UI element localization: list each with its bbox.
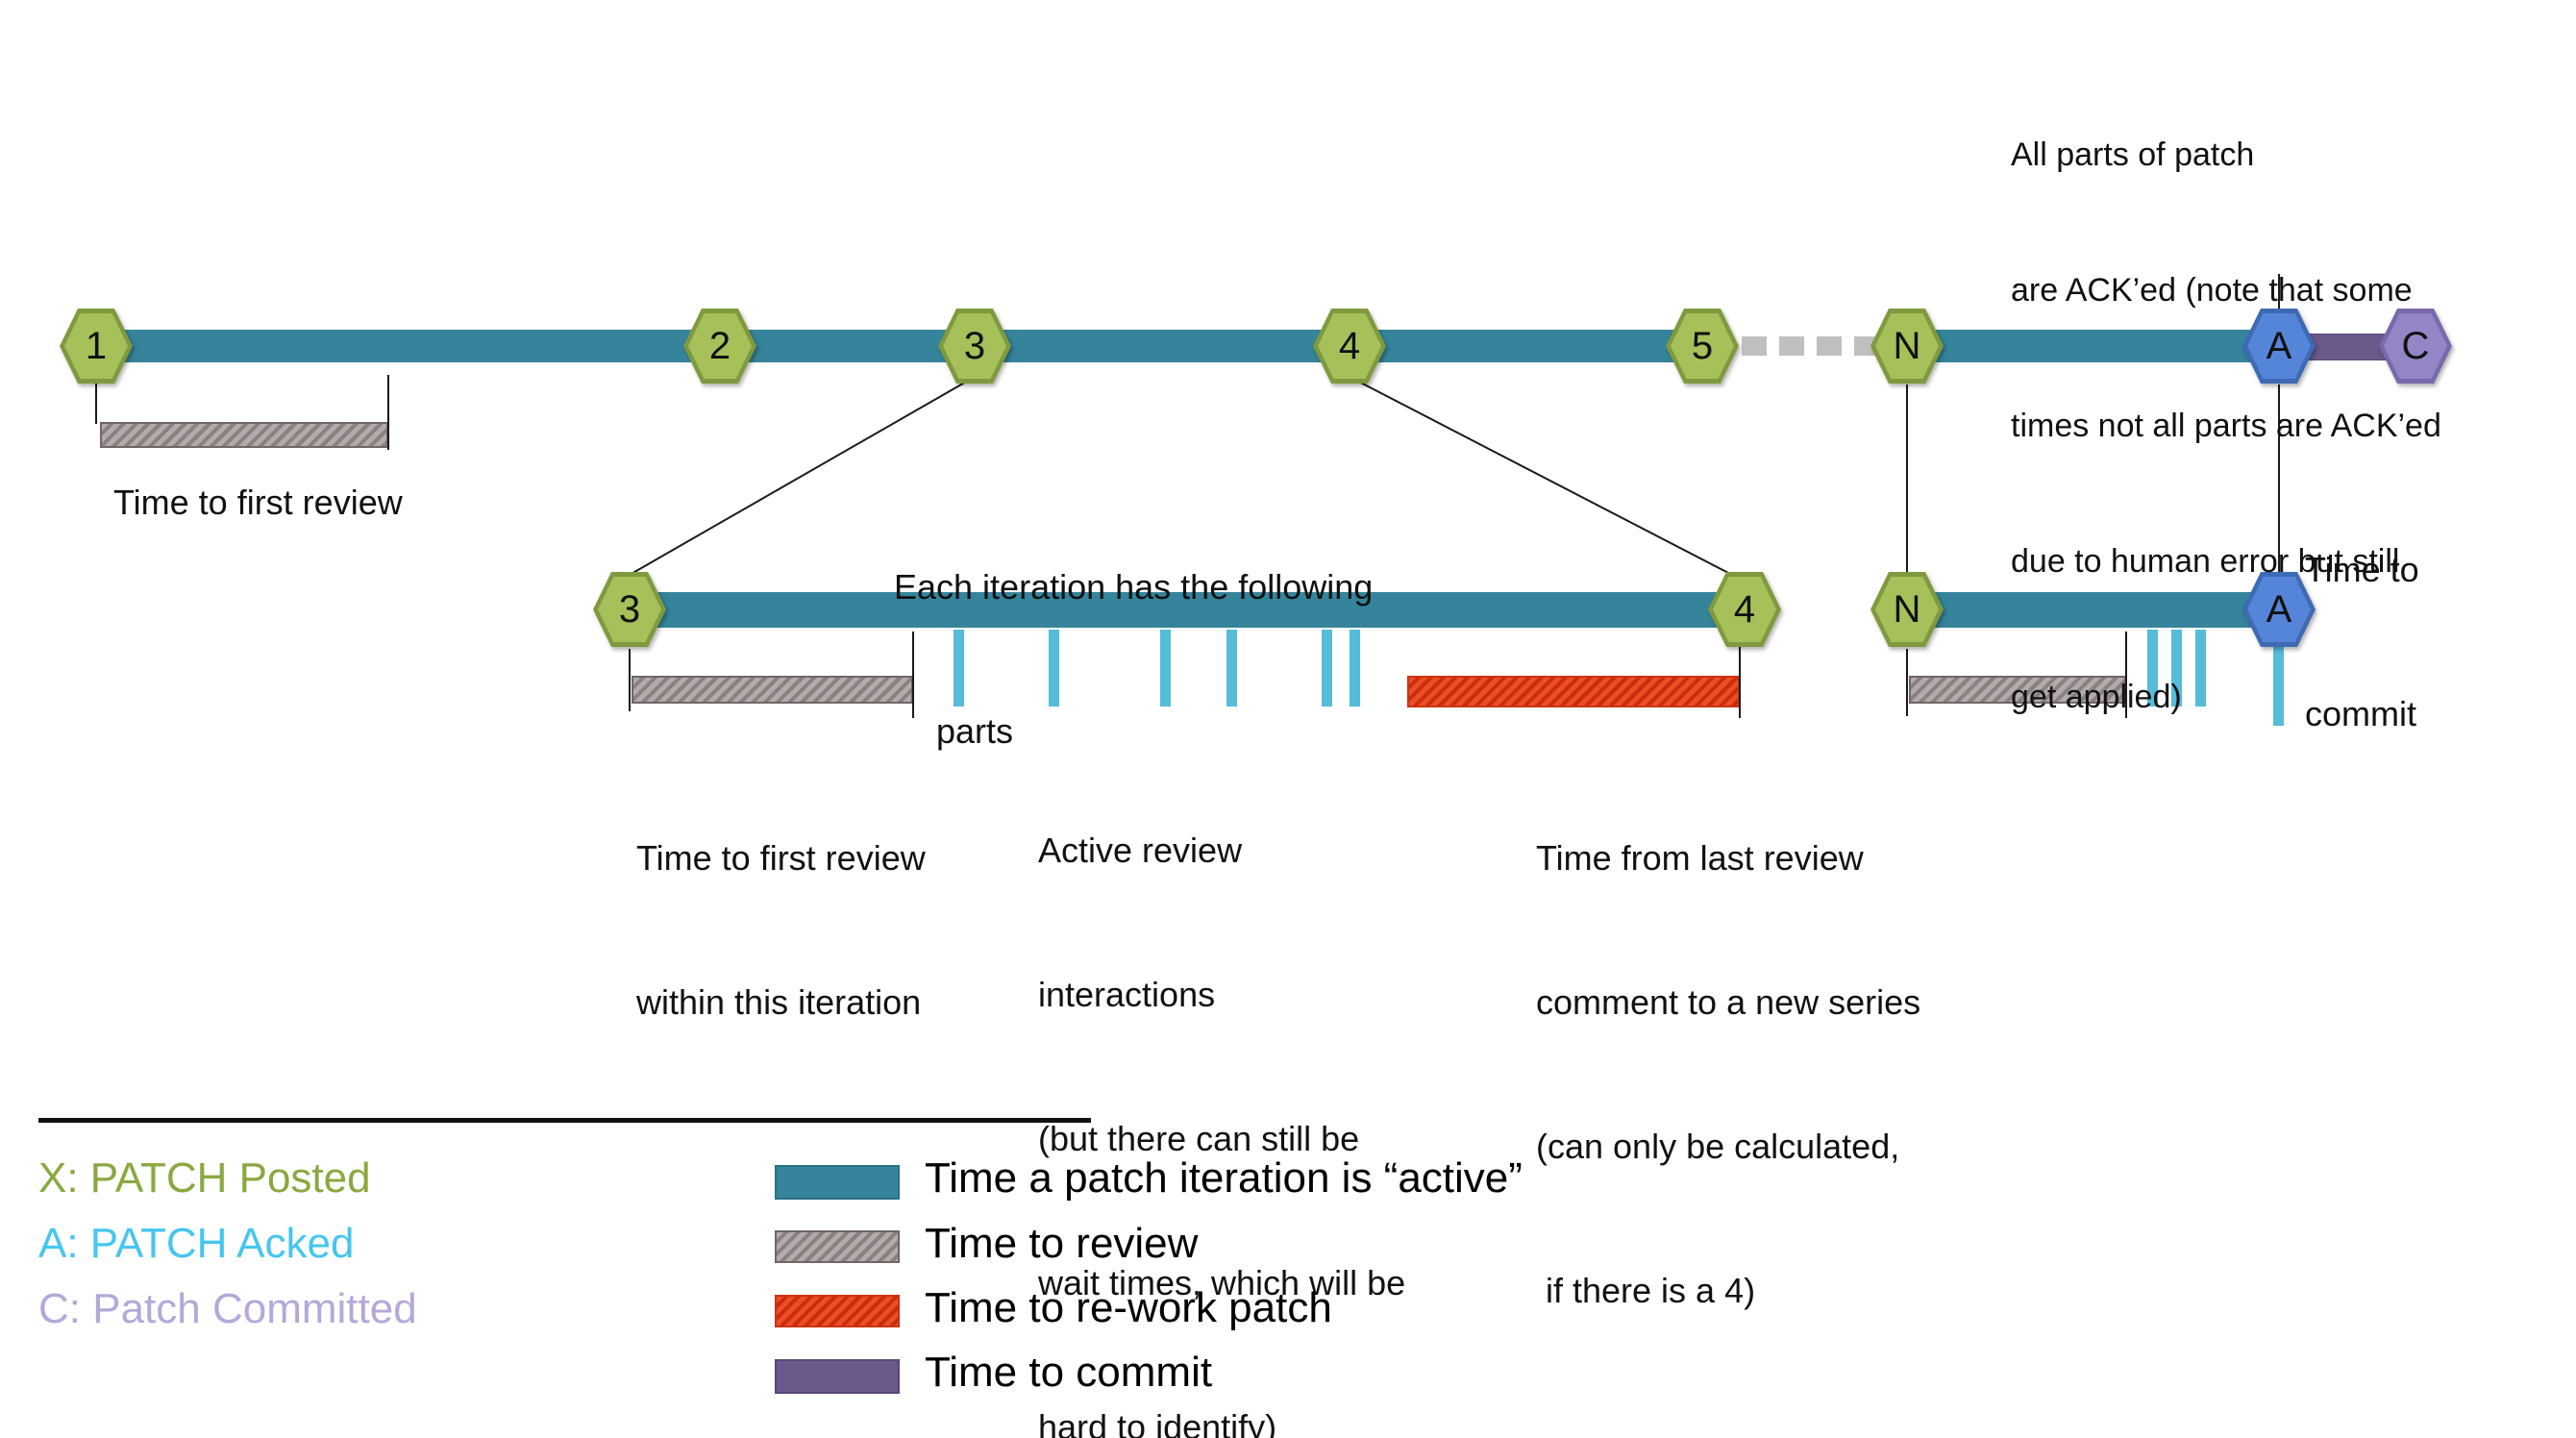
ack-annotation-line: due to human error but still (2011, 543, 2400, 580)
hexagon-fill (1318, 313, 1381, 379)
review-interaction-tick (1322, 630, 1332, 707)
ack-detail-node-n: N (1870, 572, 1944, 647)
last-review-to-series-label: Time from last review comment to a new s… (1536, 738, 1920, 1411)
ack-interaction-tick (2147, 630, 2158, 707)
review-interaction-tick (1350, 630, 1360, 707)
iteration-first-review-bar (632, 676, 913, 704)
timeline-node-4: 4 (1313, 309, 1386, 384)
timeline-node-acked: A (2242, 309, 2316, 384)
ack-detail-node-a: A (2242, 572, 2316, 647)
ack-annotation-line: All parts of patch (2011, 136, 2255, 173)
legend-swatch-commit (775, 1359, 900, 1394)
legend-label-rework: Time to re-work patch (925, 1284, 1332, 1331)
detail-node-4: 4 (1708, 572, 1781, 647)
ack-annotation-line: times not all parts are ACK’ed (2011, 408, 2441, 444)
time-to-first-review-bar (100, 422, 388, 448)
ack-review-time-bar (1909, 676, 2126, 704)
timeline-node-5-label: 5 (1691, 324, 1714, 367)
label-line: wait times, which will be (1038, 1263, 1406, 1302)
ack-interaction-tick (2195, 630, 2206, 707)
time-to-commit-label: Time to commit (2305, 450, 2419, 834)
detail-node-3-label: 3 (618, 587, 641, 631)
timeline-gap-dash (1779, 336, 1804, 356)
timeline-node-3-label: 3 (963, 324, 986, 367)
ack-detail-node-a-label: A (2266, 587, 2292, 631)
legend-divider (38, 1118, 1091, 1123)
timeline-node-committed: C (2379, 309, 2452, 384)
iteration-intro-line: Each iteration has the following (894, 567, 1374, 607)
legend-key-committed: C: Patch Committed (38, 1285, 417, 1332)
hexagon-fill (943, 313, 1006, 379)
timeline-node-1-label: 1 (85, 324, 108, 367)
review-interaction-tick (1049, 630, 1059, 707)
legend-label-commit: Time to commit (925, 1349, 1213, 1396)
iteration-intro-line: parts (936, 711, 1014, 751)
legend-label-active: Time a patch iteration is “active” (925, 1154, 1523, 1202)
label-line: (but there can still be (1038, 1119, 1360, 1158)
timeline-node-1: 1 (60, 309, 133, 384)
legend-key-posted: X: PATCH Posted (38, 1154, 371, 1202)
legend-key-acked: A: PATCH Acked (38, 1220, 355, 1267)
ack-interaction-tick (2171, 630, 2182, 707)
zoom-line-right (1349, 376, 1733, 576)
rework-time-bar (1407, 676, 1740, 707)
timeline-node-3: 3 (938, 309, 1011, 384)
review-interaction-tick (1160, 630, 1171, 707)
iteration-first-review-label: Time to first review within this iterati… (636, 738, 926, 1123)
timeline-node-committed-label: C (2401, 324, 2430, 367)
label-line: comment to a new series (1536, 982, 1921, 1022)
timeline-node-5: 5 (1666, 309, 1739, 384)
ack-annotation-line: get applied) (2011, 679, 2182, 715)
timeline-node-2-label: 2 (708, 324, 731, 367)
iteration-detail-bar (630, 592, 1745, 628)
label-line: Time from last review (1536, 838, 1864, 878)
timeline-node-4-label: 4 (1338, 324, 1361, 367)
timeline-node-2: 2 (683, 309, 756, 384)
ack-annotation-line: are ACK’ed (note that some (2011, 272, 2413, 309)
label-line: Time to (2305, 550, 2419, 589)
ack-detail-node-n-label: N (1893, 587, 1921, 631)
hexagon-fill (2384, 313, 2447, 379)
legend-swatch-rework (775, 1295, 900, 1327)
hexagon-fill (1671, 313, 1734, 379)
hexagon-fill (688, 313, 752, 379)
review-interaction-tick (1226, 630, 1237, 707)
timeline-gap-dash (1742, 336, 1767, 356)
legend-label-review: Time to review (925, 1220, 1199, 1267)
active-review-label: Active review interactions (but there ca… (1038, 731, 1405, 1438)
detail-node-4-label: 4 (1733, 587, 1756, 631)
main-timeline-bar-end (1879, 330, 2288, 362)
ack-final-tick (2273, 630, 2284, 726)
timeline-node-acked-label: A (2266, 324, 2292, 367)
label-line: interactions (1038, 975, 1216, 1014)
label-line: hard to identify) (1038, 1407, 1277, 1438)
legend-swatch-review (775, 1230, 900, 1263)
legend-swatch-active (775, 1165, 900, 1200)
main-timeline-bar (96, 330, 1722, 362)
timeline-node-n: N (1870, 309, 1944, 384)
detail-node-3: 3 (593, 572, 666, 647)
label-line: Time to first review (636, 838, 926, 878)
review-interaction-tick (954, 630, 964, 707)
label-line: within this iteration (636, 982, 922, 1022)
hexagon-fill (64, 313, 128, 379)
ack-annotation: All parts of patch are ACK’ed (note that… (2011, 42, 2441, 810)
label-line: Active review (1038, 831, 1243, 870)
hexagon-fill (2247, 313, 2311, 379)
label-line: (can only be calculated, (1536, 1127, 1900, 1166)
label-line: if there is a 4) (1536, 1271, 1756, 1310)
ack-detail-bar (1907, 592, 2279, 628)
time-to-first-review-label: Time to first review (113, 483, 403, 522)
hexagon-fill (1875, 313, 1939, 379)
timeline-gap-dash (1817, 336, 1842, 356)
timeline-node-n-label: N (1893, 324, 1921, 367)
label-line: commit (2305, 694, 2416, 733)
